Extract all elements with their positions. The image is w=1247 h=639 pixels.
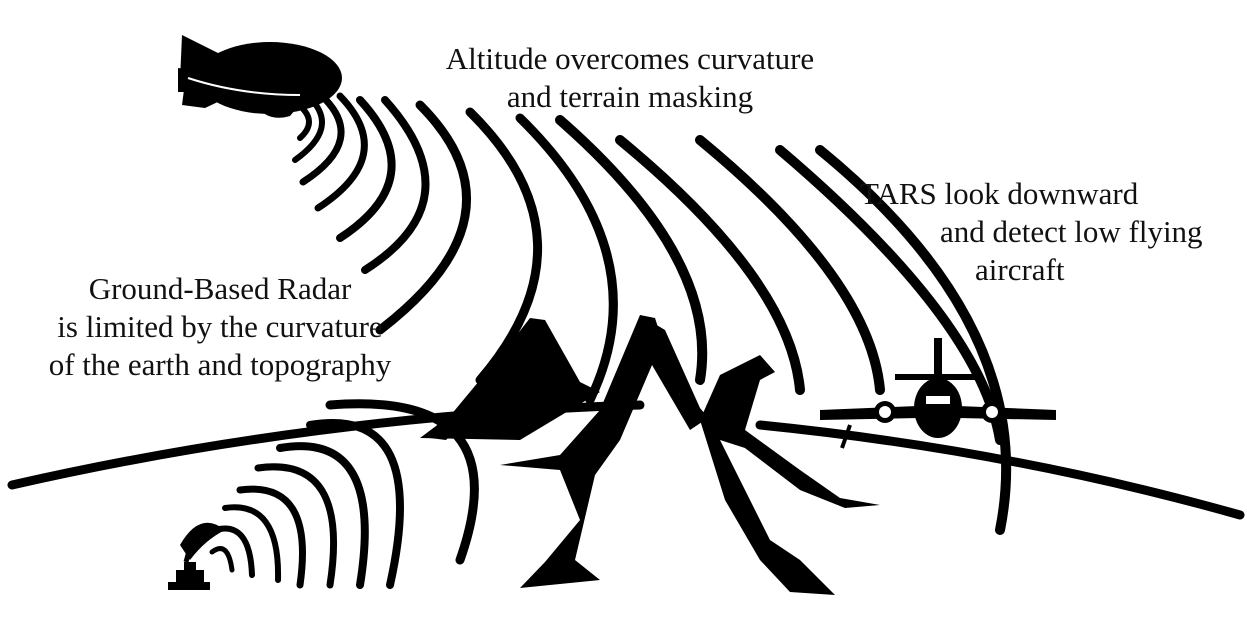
- airplane-icon: [820, 338, 1056, 448]
- ground-radar-caption-line-3: of the earth and topography: [10, 346, 430, 384]
- ground-radar-caption: Ground-Based Radar is limited by the cur…: [10, 270, 430, 384]
- tars-caption-line-3: aircraft: [860, 251, 1240, 289]
- altitude-caption: Altitude overcomes curvature and terrain…: [420, 40, 840, 116]
- tars-caption-line-2: and detect low flying: [860, 213, 1240, 251]
- ground-radar-caption-line-2: is limited by the curvature: [10, 308, 430, 346]
- mountains-icon: [420, 315, 880, 595]
- tars-caption: TARS look downward and detect low flying…: [860, 175, 1240, 289]
- tars-caption-line-1: TARS look downward: [860, 175, 1240, 213]
- radar-dish-icon: [168, 523, 225, 590]
- altitude-caption-line-1: Altitude overcomes curvature: [420, 40, 840, 78]
- ground-radar-caption-line-1: Ground-Based Radar: [10, 270, 430, 308]
- altitude-caption-line-2: and terrain masking: [420, 78, 840, 116]
